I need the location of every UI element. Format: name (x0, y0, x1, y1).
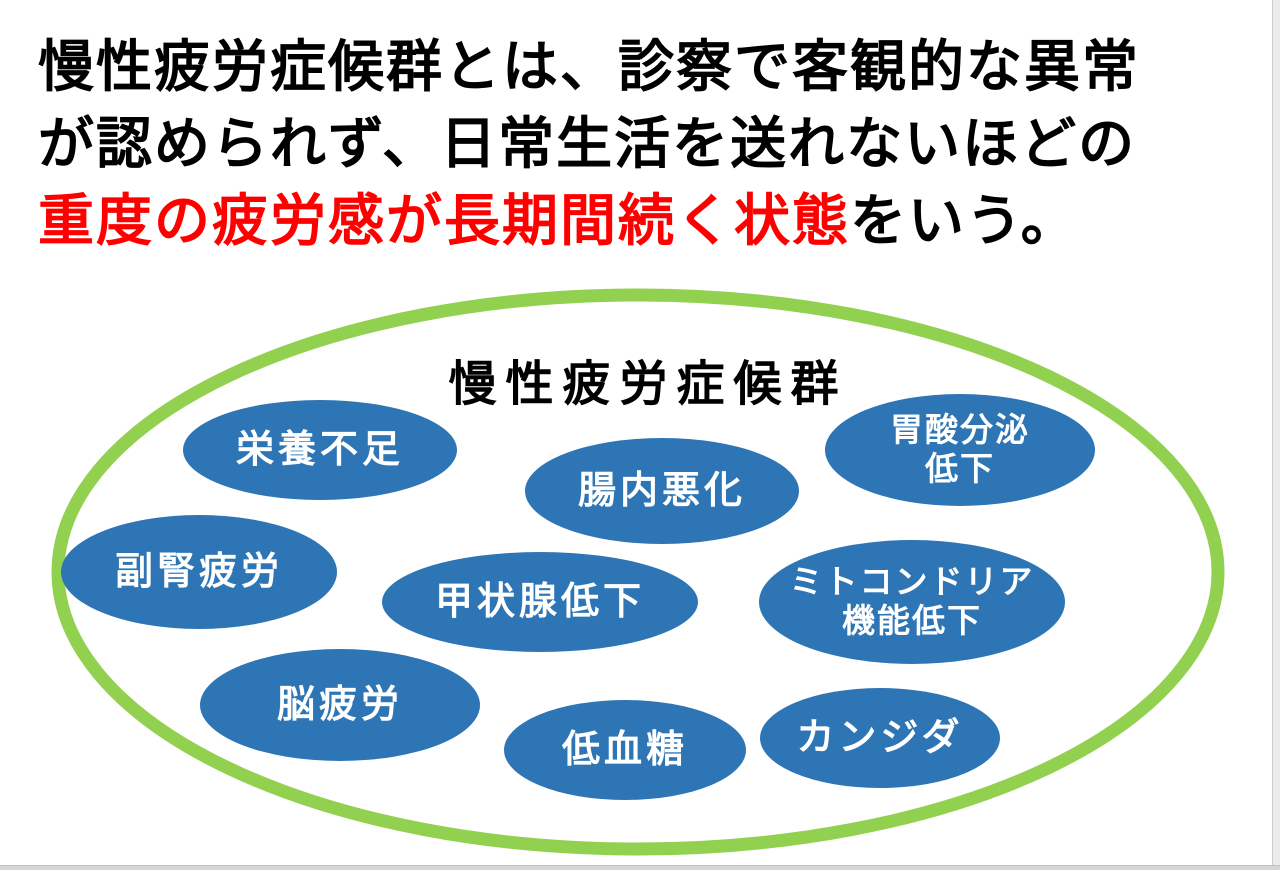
window-edge-right (1272, 0, 1280, 870)
factor-bubble-hypoglycemia: 低血糖 (504, 700, 746, 800)
factor-bubble-adrenal: 副腎疲労 (61, 515, 337, 629)
headline: 慢性疲労症候群とは、診察で客観的な異常 が認められず、日常生活を送れないほどの … (38, 28, 1238, 259)
factor-bubble-stomach-acid: 胃酸分泌 低下 (825, 394, 1095, 506)
factor-bubble-brain-fatigue: 脳疲労 (200, 649, 480, 761)
headline-line-3-tail: をいう。 (850, 189, 1079, 252)
factor-bubble-candida: カンジダ (760, 688, 1000, 788)
headline-emphasis-red: 重度の疲労感が長期間続く状態 (38, 189, 850, 252)
factor-bubble-thyroid: 甲状腺低下 (382, 552, 698, 652)
headline-line-1: 慢性疲労症候群とは、診察で客観的な異常 (38, 35, 1140, 98)
diagram-title: 慢性疲労症候群 (448, 358, 848, 411)
headline-line-2: が認められず、日常生活を送れないほどの (38, 112, 1137, 175)
headline-line-3: 重度の疲労感が長期間続く状態をいう。 (38, 182, 1238, 259)
factor-bubble-gut: 腸内悪化 (525, 438, 799, 544)
factor-bubble-nutrition: 栄養不足 (183, 400, 457, 500)
factor-bubble-mitochondria: ミトコンドリア 機能低下 (759, 540, 1065, 664)
window-edge-bottom (0, 865, 1280, 870)
